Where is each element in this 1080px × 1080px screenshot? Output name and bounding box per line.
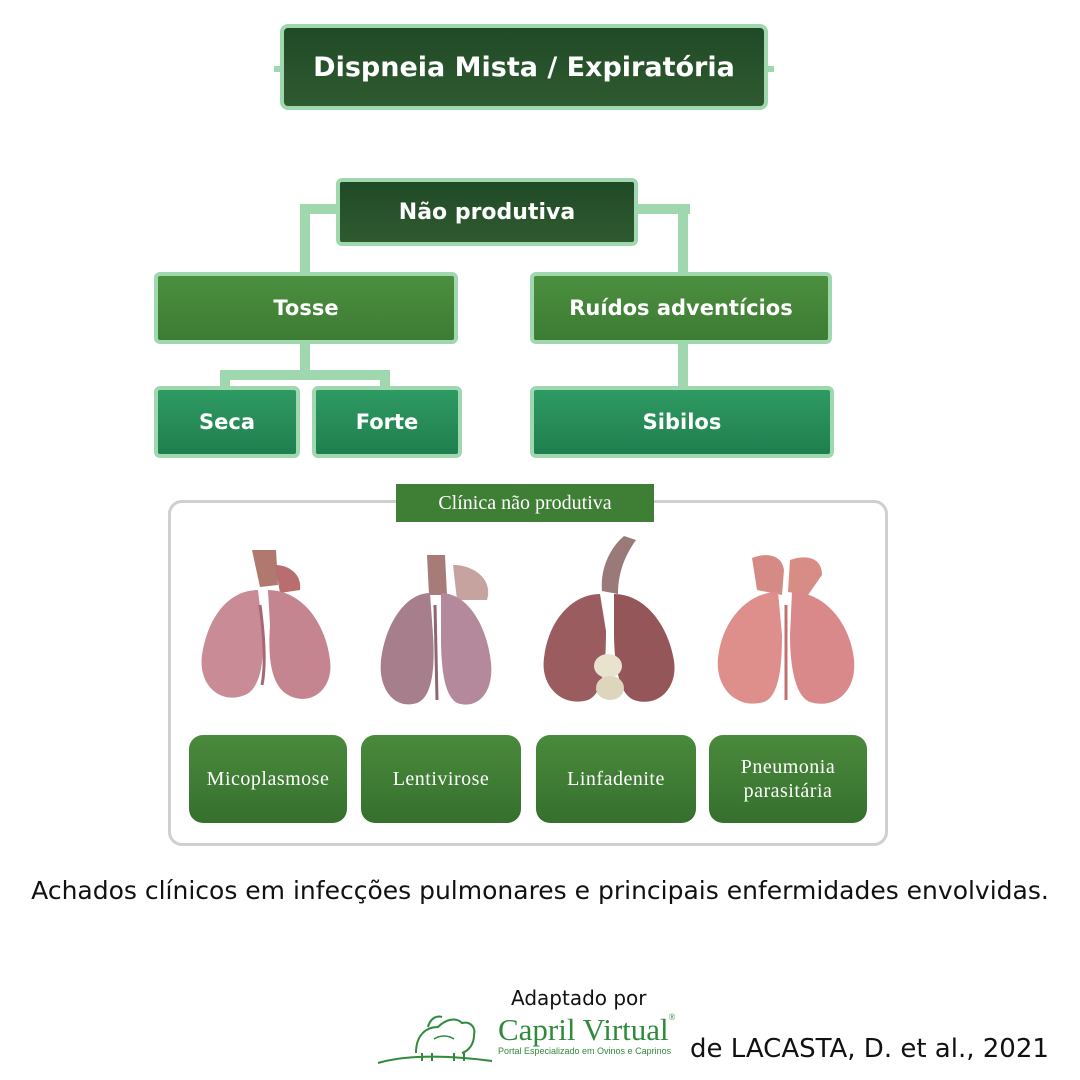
disease-lentivirose: Lentivirose — [361, 735, 521, 823]
connector-forte-v — [380, 370, 390, 390]
brand-name-text: Capril Virtual — [498, 1012, 669, 1047]
adapted-by-text: Adaptado por — [511, 986, 647, 1010]
node-tosse: Tosse — [154, 272, 458, 344]
node-tosse-label: Tosse — [273, 296, 339, 320]
connector-tosse-down — [300, 342, 310, 374]
brand-tagline: Portal Especializado em Ovinos e Caprino… — [498, 1046, 672, 1056]
node-sibilos-label: Sibilos — [642, 410, 722, 434]
figure-caption: Achados clínicos em infecções pulmonares… — [31, 876, 1049, 905]
disease-linfadenite-label: Linfadenite — [567, 768, 665, 790]
lung-image-micoplasmose — [201, 550, 331, 699]
node-seca: Seca — [154, 386, 300, 458]
brand-name: Capril Virtual® — [498, 1012, 675, 1048]
disease-lentivirose-label: Lentivirose — [392, 768, 490, 790]
title-text: Dispneia Mista / Expiratória — [313, 51, 735, 83]
disease-micoplasmose-label: Micoplasmose — [206, 768, 330, 790]
title-box: Dispneia Mista / Expiratória — [280, 24, 768, 110]
disease-pneumonia-parasitaria-label: Pneumonia parasitária — [740, 756, 836, 802]
lung-image-linfadenite — [543, 536, 675, 702]
disease-micoplasmose: Micoplasmose — [189, 735, 347, 823]
node-ruidos-label: Ruídos adventícios — [569, 296, 793, 320]
reference-text: de LACASTA, D. et al., 2021 — [690, 1034, 1049, 1064]
panel-title: Clínica não produtiva — [396, 484, 654, 522]
node-ruidos: Ruídos adventícios — [530, 272, 832, 344]
node-root: Não produtiva — [336, 178, 638, 246]
lung-image-pneumonia-parasitaria — [717, 555, 855, 704]
connector-ruidos-down — [678, 342, 688, 390]
node-forte: Forte — [312, 386, 462, 458]
connector-root-left-v — [300, 204, 310, 276]
connector-seca-v — [220, 370, 230, 390]
connector-root-right-v — [678, 204, 688, 276]
connector-root-right-h — [634, 204, 690, 214]
connector-root-left-h — [300, 204, 340, 214]
node-sibilos: Sibilos — [530, 386, 834, 458]
title-left-tab — [274, 66, 284, 72]
node-seca-label: Seca — [199, 410, 255, 434]
disease-linfadenite: Linfadenite — [536, 735, 696, 823]
node-forte-label: Forte — [355, 410, 419, 434]
connector-tosse-bar — [220, 370, 390, 380]
lung-image-lentivirose — [380, 555, 492, 705]
capril-virtual-logo-icon — [377, 1015, 493, 1064]
title-right-tab — [764, 66, 774, 72]
brand-registered-mark: ® — [668, 1012, 676, 1022]
disease-pneumonia-parasitaria: Pneumonia parasitária — [709, 735, 867, 823]
node-root-label: Não produtiva — [398, 199, 576, 225]
